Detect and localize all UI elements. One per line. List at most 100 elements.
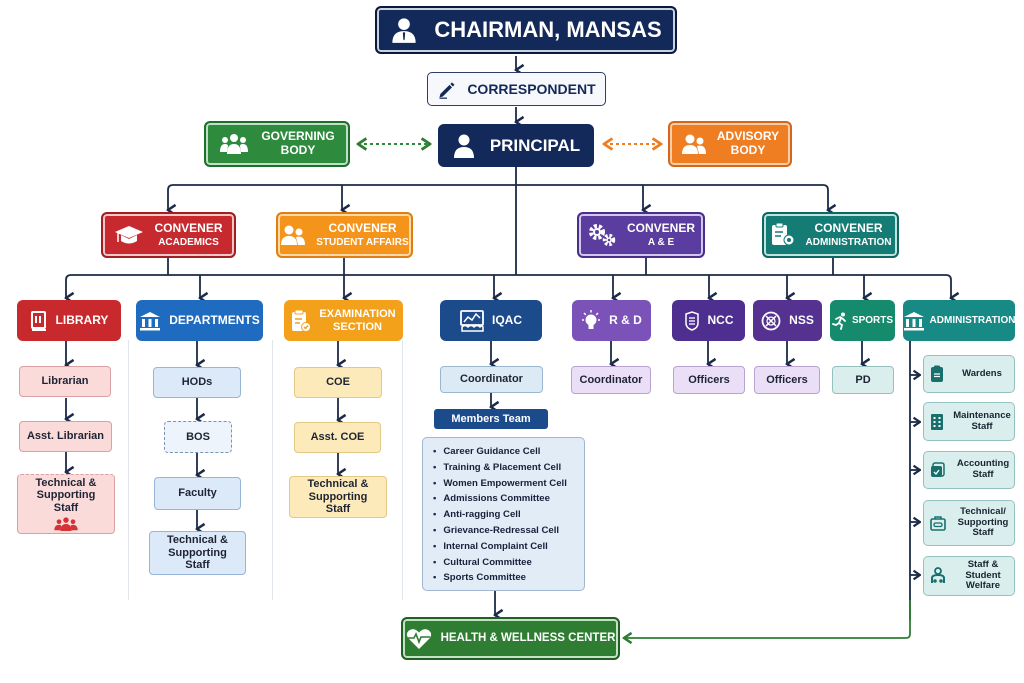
accounting-icon — [930, 462, 946, 478]
pen-icon — [437, 79, 457, 99]
asst-librarian-node[interactable]: Asst. Librarian — [19, 421, 112, 452]
library-node[interactable]: LIBRARY — [17, 300, 121, 341]
clipboard-icon — [930, 365, 944, 383]
people-icon — [681, 132, 707, 156]
administration-node[interactable]: ADMINISTRATION — [903, 300, 1015, 341]
iqac-node[interactable]: IQAC — [440, 300, 542, 341]
convener-area: A & E — [647, 236, 675, 248]
emblem-icon — [761, 311, 781, 331]
bos-node[interactable]: BOS — [164, 421, 232, 453]
nss-label: NSS — [789, 312, 814, 327]
chairman-node[interactable]: CHAIRMAN, MANSAS — [375, 6, 677, 54]
column-divider — [272, 340, 273, 600]
rd-label: R & D — [609, 312, 642, 327]
convener-title: CONVENER — [328, 220, 397, 235]
convener-title: CONVENER — [626, 220, 695, 235]
list-item[interactable]: Admissions Committee — [433, 491, 584, 507]
list-item[interactable]: Women Empowerment Cell — [433, 476, 584, 492]
rd-coordinator-node[interactable]: Coordinator — [571, 366, 651, 394]
book-icon — [30, 310, 48, 331]
asst-coe-node[interactable]: Asst. COE — [294, 422, 381, 453]
ncc-node[interactable]: NCC — [672, 300, 745, 341]
administration-label: ADMINISTRATION — [929, 314, 1016, 326]
sports-node[interactable]: SPORTS — [830, 300, 895, 341]
health-wellness-center-label: HEALTH & WELLNESS CENTER — [440, 631, 616, 644]
badge-icon — [684, 310, 700, 331]
convener-area: STUDENT AFFAIRS — [316, 236, 409, 248]
correspondent-node[interactable]: CORRESPONDENT — [427, 72, 606, 106]
convener-area: ACADEMICS — [158, 236, 219, 248]
iqac-label: IQAC — [492, 312, 522, 327]
building-icon — [930, 413, 944, 431]
wire-principal-bus — [168, 184, 828, 210]
institution-icon — [139, 311, 161, 331]
hods-node[interactable]: HODs — [153, 367, 241, 398]
members-team-header[interactable]: Members Team — [434, 409, 548, 429]
ncc-label: NCC — [707, 312, 734, 327]
list-item[interactable]: Cultural Committee — [433, 555, 584, 571]
column-divider — [128, 340, 129, 600]
group-icon — [54, 517, 78, 532]
faculty-node[interactable]: Faculty — [154, 477, 241, 510]
convener-title: CONVENER — [154, 220, 223, 235]
departments-label: DEPARTMENTS — [169, 312, 260, 327]
group-icon — [219, 132, 249, 156]
chart-icon — [460, 309, 484, 332]
stethoscope-icon — [930, 567, 946, 585]
coe-node[interactable]: COE — [294, 367, 382, 398]
members-team-list: Career Guidance Cell Training & Placemen… — [422, 437, 585, 591]
ncc-officers-node[interactable]: Officers — [673, 366, 745, 394]
list-item[interactable]: Internal Complaint Cell — [433, 539, 584, 555]
nss-officers-node[interactable]: Officers — [754, 366, 820, 394]
person-icon — [390, 16, 418, 44]
sports-pd-node[interactable]: PD — [832, 366, 894, 394]
chairman-label: CHAIRMAN, MANSAS — [434, 17, 662, 43]
health-wellness-center-node[interactable]: HEALTH & WELLNESS CENTER — [401, 617, 620, 660]
runner-icon — [832, 312, 848, 330]
institution-icon — [903, 311, 925, 331]
departments-node[interactable]: DEPARTMENTS — [136, 300, 263, 341]
lightbulb-icon — [581, 309, 601, 333]
convener-area: ADMINISTRATION — [805, 236, 892, 248]
departments-technical-staff-node[interactable]: Technical & Supporting Staff — [149, 531, 246, 575]
list-item[interactable]: Grievance-Redressal Cell — [433, 523, 584, 539]
correspondent-label: CORRESPONDENT — [467, 80, 596, 97]
heart-pulse-icon — [406, 628, 432, 650]
exam-technical-staff-node[interactable]: Technical & Supporting Staff — [289, 476, 387, 518]
maintenance-staff-node[interactable]: Maintenance Staff — [923, 402, 1015, 441]
graduation-cap-icon — [114, 223, 144, 247]
iqac-coordinator-node[interactable]: Coordinator — [440, 366, 543, 393]
admin-technical-staff-node[interactable]: Technical/ Supporting Staff — [923, 500, 1015, 546]
gears-icon — [587, 222, 617, 248]
library-technical-staff-node[interactable]: Technical & Supporting Staff — [17, 474, 115, 534]
column-divider — [402, 340, 403, 600]
principal-node[interactable]: PRINCIPAL — [438, 124, 594, 167]
rd-node[interactable]: R & D — [572, 300, 651, 341]
accounting-staff-node[interactable]: Accounting Staff — [923, 451, 1015, 489]
list-item[interactable]: Anti-ragging Cell — [433, 507, 584, 523]
checklist-icon — [291, 309, 312, 333]
list-item[interactable]: Career Guidance Cell — [433, 444, 584, 460]
nss-node[interactable]: NSS — [753, 300, 822, 341]
sports-label: SPORTS — [851, 314, 894, 326]
wire-admin-to-health — [624, 600, 911, 638]
staff-student-welfare-node[interactable]: Staff & Student Welfare — [923, 556, 1015, 596]
person-icon — [452, 133, 476, 159]
list-item[interactable]: Sports Committee — [433, 570, 584, 586]
librarian-node[interactable]: Librarian — [19, 366, 111, 397]
convener-title: CONVENER — [814, 220, 883, 235]
list-item[interactable]: Training & Placement Cell — [433, 460, 584, 476]
principal-label: PRINCIPAL — [489, 135, 581, 155]
wardens-node[interactable]: Wardens — [923, 355, 1015, 393]
